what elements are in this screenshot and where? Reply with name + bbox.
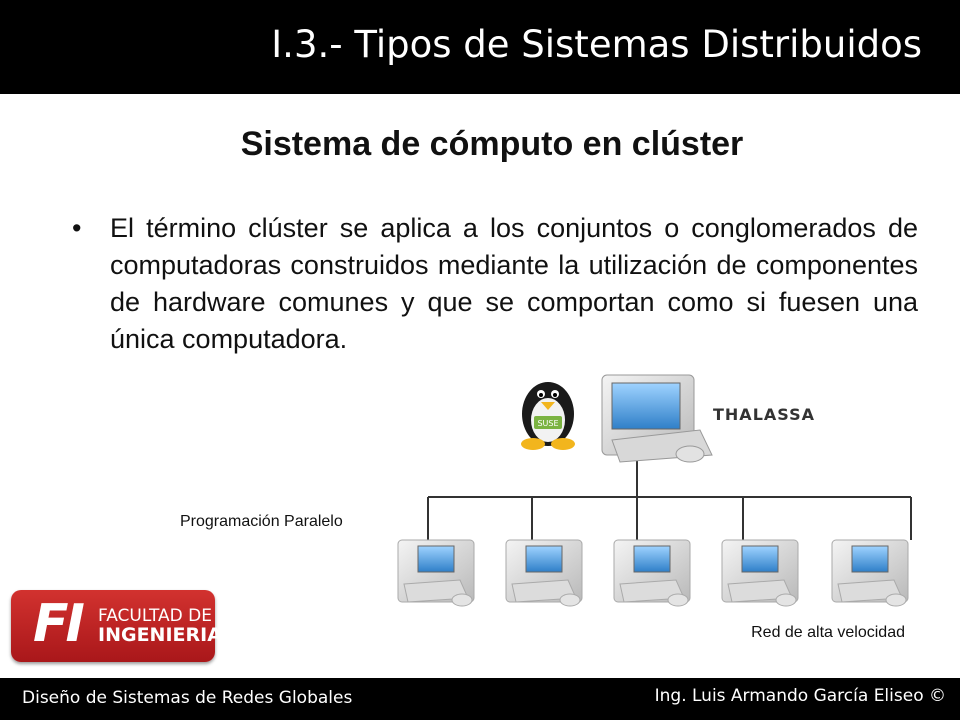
bullet-item: • El término clúster se aplica a los con…	[72, 210, 918, 358]
bullet-text: El término clúster se aplica a los conju…	[110, 213, 918, 354]
penguin-icon: SUSE	[521, 382, 575, 450]
parallel-programming-label: Programación Paralelo	[180, 513, 343, 530]
master-label: THALASSA	[713, 405, 815, 424]
node-computer-icon	[831, 539, 909, 607]
suse-text: SUSE	[537, 419, 558, 428]
logo-line2: INGENIERIA	[98, 624, 222, 646]
footer-author: Ing. Luis Armando García Eliseo ©	[654, 686, 946, 706]
network-label: Red de alta velocidad	[751, 624, 905, 641]
footer-course: Diseño de Sistemas de Redes Globales	[22, 688, 353, 708]
node-computer-icon	[613, 539, 691, 607]
master-computer-icon	[601, 374, 713, 463]
slide-title: I.3.- Tipos de Sistemas Distribuidos	[271, 23, 922, 66]
logo-initials: FI	[33, 594, 85, 654]
header-bar: I.3.- Tipos de Sistemas Distribuidos	[0, 0, 960, 94]
logo-line1: FACULTAD DE	[98, 606, 213, 626]
node-computer-icon	[721, 539, 799, 607]
node-computers	[397, 539, 909, 607]
faculty-logo: FI FACULTAD DE INGENIERIA	[11, 590, 222, 662]
node-computer-icon	[397, 539, 475, 607]
bullet-icon: •	[72, 213, 82, 243]
footer-bar: Diseño de Sistemas de Redes Globales Ing…	[0, 678, 960, 720]
network-lines	[427, 452, 912, 540]
node-computer-icon	[505, 539, 583, 607]
slide-subtitle: Sistema de cómputo en clúster	[240, 125, 744, 163]
